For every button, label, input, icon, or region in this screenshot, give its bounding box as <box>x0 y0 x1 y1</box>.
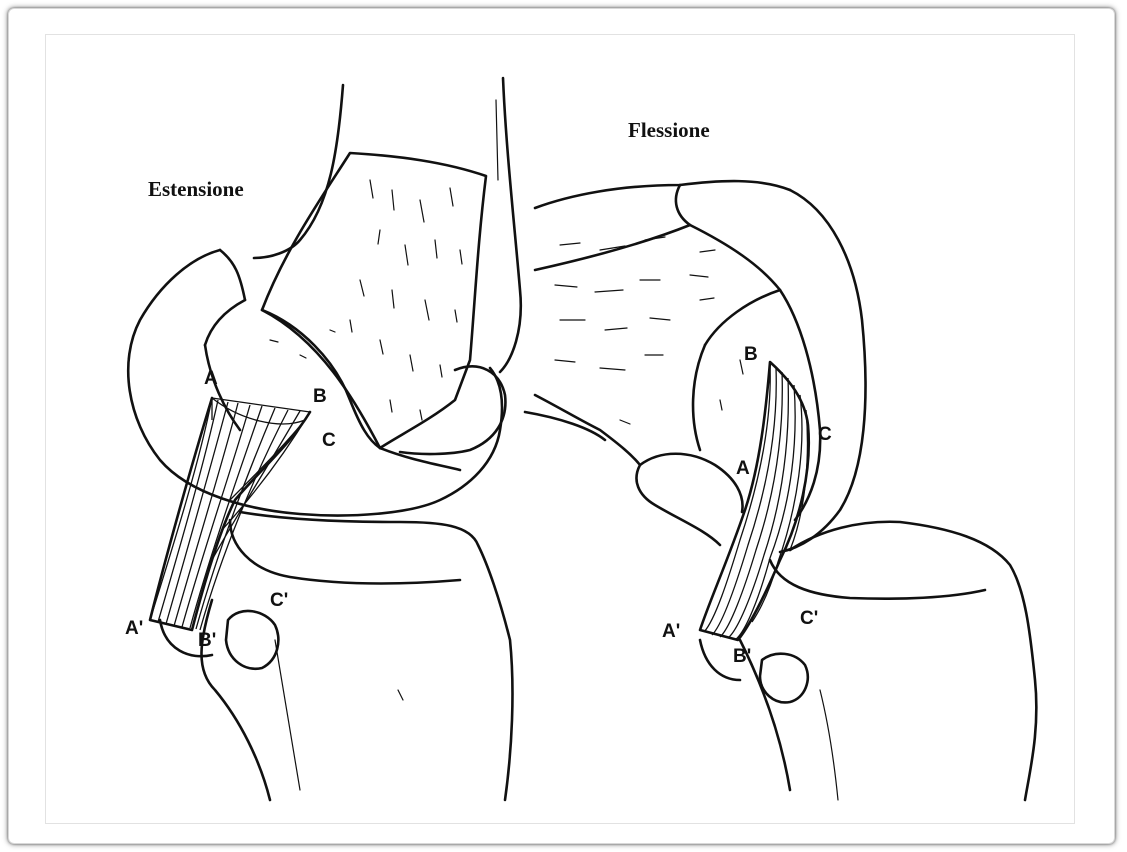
left-fibula-head <box>226 611 278 669</box>
right-label-C-prime: C' <box>800 608 818 629</box>
left-label-B: B <box>313 386 327 407</box>
left-label-C-prime: C' <box>270 590 288 611</box>
right-label-A: A <box>736 458 750 479</box>
right-label-C: C <box>818 424 832 445</box>
right-femur-top <box>535 181 790 208</box>
left-label-B-prime: B' <box>198 630 216 651</box>
left-patella-block <box>262 153 486 448</box>
left-femoral-condyle <box>128 250 502 515</box>
right-label-B-prime: B' <box>733 646 751 667</box>
right-fibula-head <box>760 654 808 703</box>
right-label-B: B <box>744 344 758 365</box>
flexion-knee: B C A A' B' C' Flessione <box>525 118 1036 800</box>
left-tibia <box>240 512 512 800</box>
left-femur-shaft-back <box>254 85 343 258</box>
right-tibia <box>790 522 1036 800</box>
right-title-flessione: Flessione <box>628 118 710 142</box>
left-title-estensione: Estensione <box>148 177 244 201</box>
extension-knee: A B C A' B' C' Estensione <box>125 78 521 800</box>
left-label-A-prime: A' <box>125 618 143 639</box>
right-label-A-prime: A' <box>662 621 680 642</box>
left-label-A: A <box>204 368 218 389</box>
right-patella <box>640 454 743 512</box>
left-patella <box>400 366 505 454</box>
right-femoral-condyle <box>780 190 866 552</box>
left-label-C: C <box>322 430 336 451</box>
left-femur-shaft-front <box>500 78 521 372</box>
left-shading <box>270 180 462 420</box>
right-ligament <box>700 362 809 640</box>
